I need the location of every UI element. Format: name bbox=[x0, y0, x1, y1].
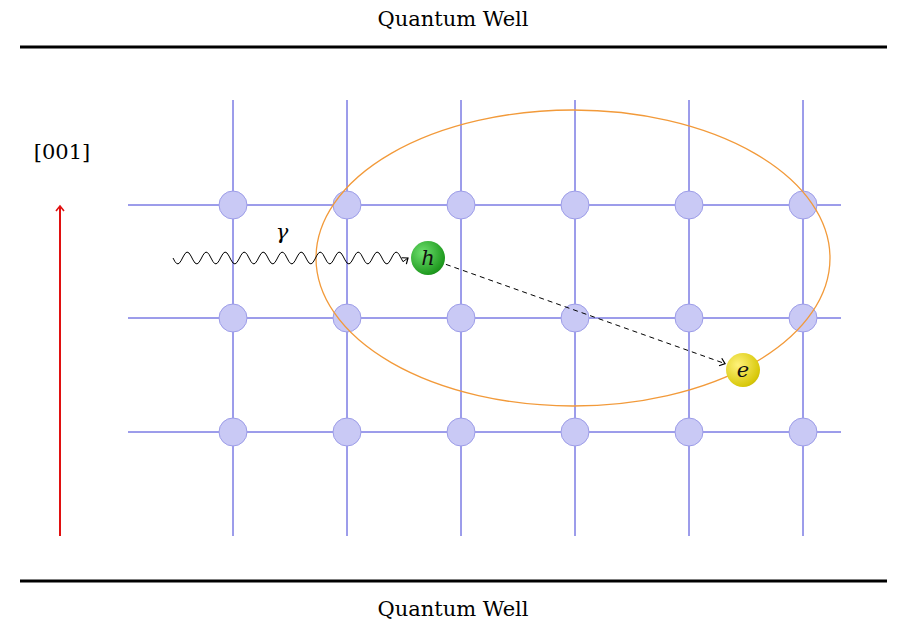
lattice-atom bbox=[447, 418, 475, 446]
particle-symbol: h bbox=[421, 248, 435, 269]
electron-particle: e bbox=[726, 353, 760, 387]
well-label: Quantum Well bbox=[377, 599, 528, 620]
lattice-atom bbox=[219, 418, 247, 446]
lattice-atom bbox=[561, 191, 589, 219]
lattice-atom bbox=[561, 304, 589, 332]
lattice-atom bbox=[675, 304, 703, 332]
lattice-atom bbox=[789, 304, 817, 332]
lattice-atom bbox=[675, 191, 703, 219]
direction-label: [001] bbox=[34, 142, 90, 163]
lattice-atom bbox=[561, 418, 589, 446]
lattice-atom bbox=[333, 191, 361, 219]
lattice-atom bbox=[447, 191, 475, 219]
exciton-ellipse bbox=[316, 110, 830, 406]
well-boundary bbox=[20, 46, 887, 49]
lattice-atom bbox=[675, 418, 703, 446]
lattice-atom bbox=[219, 191, 247, 219]
photon-wave bbox=[173, 252, 408, 264]
particle-symbol: e bbox=[737, 360, 749, 381]
lattice-atom bbox=[333, 418, 361, 446]
hole-particle: h bbox=[411, 241, 445, 275]
well-boundary bbox=[20, 580, 887, 583]
direction-arrow bbox=[59, 207, 61, 536]
lattice-grid bbox=[128, 100, 841, 536]
lattice-atom bbox=[219, 304, 247, 332]
lattice-atom bbox=[447, 304, 475, 332]
well-label: Quantum Well bbox=[377, 9, 528, 30]
lattice-atom bbox=[789, 418, 817, 446]
dashed-connector bbox=[446, 264, 725, 363]
photon-label: γ bbox=[276, 222, 289, 243]
